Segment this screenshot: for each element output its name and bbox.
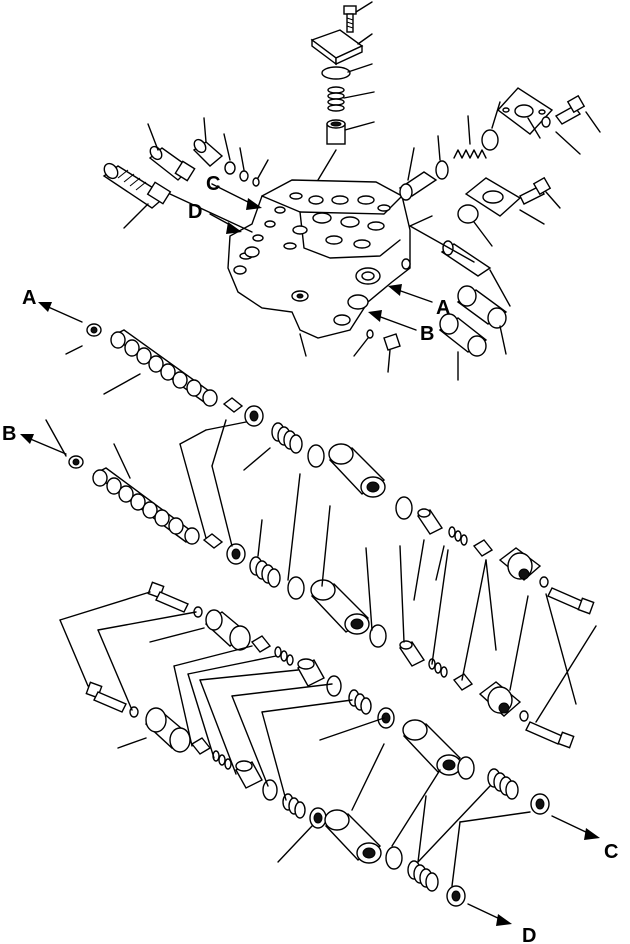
lower-right-bolt <box>519 176 552 205</box>
valve-body <box>227 179 411 357</box>
upper-right-spring <box>453 149 487 159</box>
end-cap-a <box>498 547 542 581</box>
stopper-b <box>398 640 426 667</box>
end-bolt-b <box>525 721 575 749</box>
spring-lower-1 <box>348 689 372 715</box>
top-plunger <box>326 119 346 145</box>
spool-b-lands <box>92 469 200 545</box>
flow-arrows <box>20 183 600 926</box>
label-a-right: A <box>436 297 450 319</box>
spool-a-spring-assembly <box>243 422 595 651</box>
spring-c <box>487 768 519 800</box>
small-spring-lower-2 <box>212 750 232 770</box>
o-ring-lower-1 <box>326 675 342 697</box>
spring-a1 <box>271 422 303 454</box>
left-relief-valves <box>102 117 269 233</box>
label-d-top: D <box>188 201 202 223</box>
retainer-a <box>472 539 494 557</box>
label-c-top: C <box>206 173 220 195</box>
spring-cap-a1 <box>328 443 386 498</box>
top-relief-stack <box>310 1 375 181</box>
right-upper-parts <box>353 87 601 381</box>
o-ring-lower-2 <box>262 779 278 801</box>
spool-b <box>45 419 246 565</box>
bolt-lower-2 <box>85 681 127 713</box>
spring-d <box>407 860 439 892</box>
bolt-lower-1 <box>147 581 189 613</box>
top-o-ring <box>321 66 351 80</box>
relief-valve-cartridge <box>148 145 196 182</box>
spool-a <box>65 323 264 431</box>
cap-lower-1 <box>204 609 251 651</box>
o-ring-b1 <box>287 576 305 600</box>
body-side-ports <box>233 246 381 326</box>
o-ring-b2 <box>369 624 387 648</box>
right-plug-large-1 <box>456 285 508 329</box>
spring-cap-d <box>324 809 382 864</box>
upper-right-o-ring <box>481 129 499 151</box>
stopper-a <box>416 508 444 535</box>
spring-cap-b1 <box>310 579 370 635</box>
sleeve-lower-2 <box>235 760 263 789</box>
small-spring-b <box>428 658 448 678</box>
o-ring-c <box>457 756 475 780</box>
o-ring-a1 <box>307 444 325 468</box>
lower-left-caps <box>59 581 395 863</box>
poppet-lower-1 <box>250 635 272 653</box>
poppet-lower-2 <box>190 737 212 755</box>
label-d-bottom: D <box>522 925 536 944</box>
spring-b1 <box>249 556 281 588</box>
lower-right-flange <box>464 177 522 217</box>
body-plug-small <box>366 329 401 351</box>
top-spring <box>327 86 345 112</box>
label-c-bottom: C <box>604 841 618 863</box>
end-bolt-a <box>547 587 595 615</box>
o-ring-d <box>385 846 403 870</box>
body-top-ports <box>239 192 391 260</box>
o-ring-a2 <box>395 496 413 520</box>
relief-valve-long <box>102 162 172 209</box>
plug-with-seals <box>192 138 260 187</box>
label-b-left: B <box>2 423 16 445</box>
small-spring-a <box>448 526 468 546</box>
upper-right-flange <box>496 87 554 135</box>
upper-right-bolt <box>554 94 586 125</box>
lower-right-o-ring <box>457 204 479 224</box>
top-bolt <box>343 5 357 33</box>
right-poppet-valve <box>401 240 492 277</box>
spool-a-lands <box>110 331 218 407</box>
small-spring-lower-1 <box>274 646 294 666</box>
label-a-left: A <box>22 287 36 309</box>
check-valve-plug <box>398 160 449 201</box>
spool-b-spring-assembly <box>249 473 597 749</box>
lower-right-components <box>324 719 550 907</box>
retainer-b <box>452 673 474 691</box>
right-plug-large-2 <box>438 313 488 357</box>
spring-cap-c <box>402 719 462 776</box>
spring-lower-2 <box>282 793 306 819</box>
label-b-right: B <box>420 323 434 345</box>
upper-right-washer <box>541 116 551 128</box>
sleeve-lower-1 <box>297 658 325 687</box>
end-cap-b <box>478 681 522 717</box>
cap-lower-2 <box>144 707 191 753</box>
